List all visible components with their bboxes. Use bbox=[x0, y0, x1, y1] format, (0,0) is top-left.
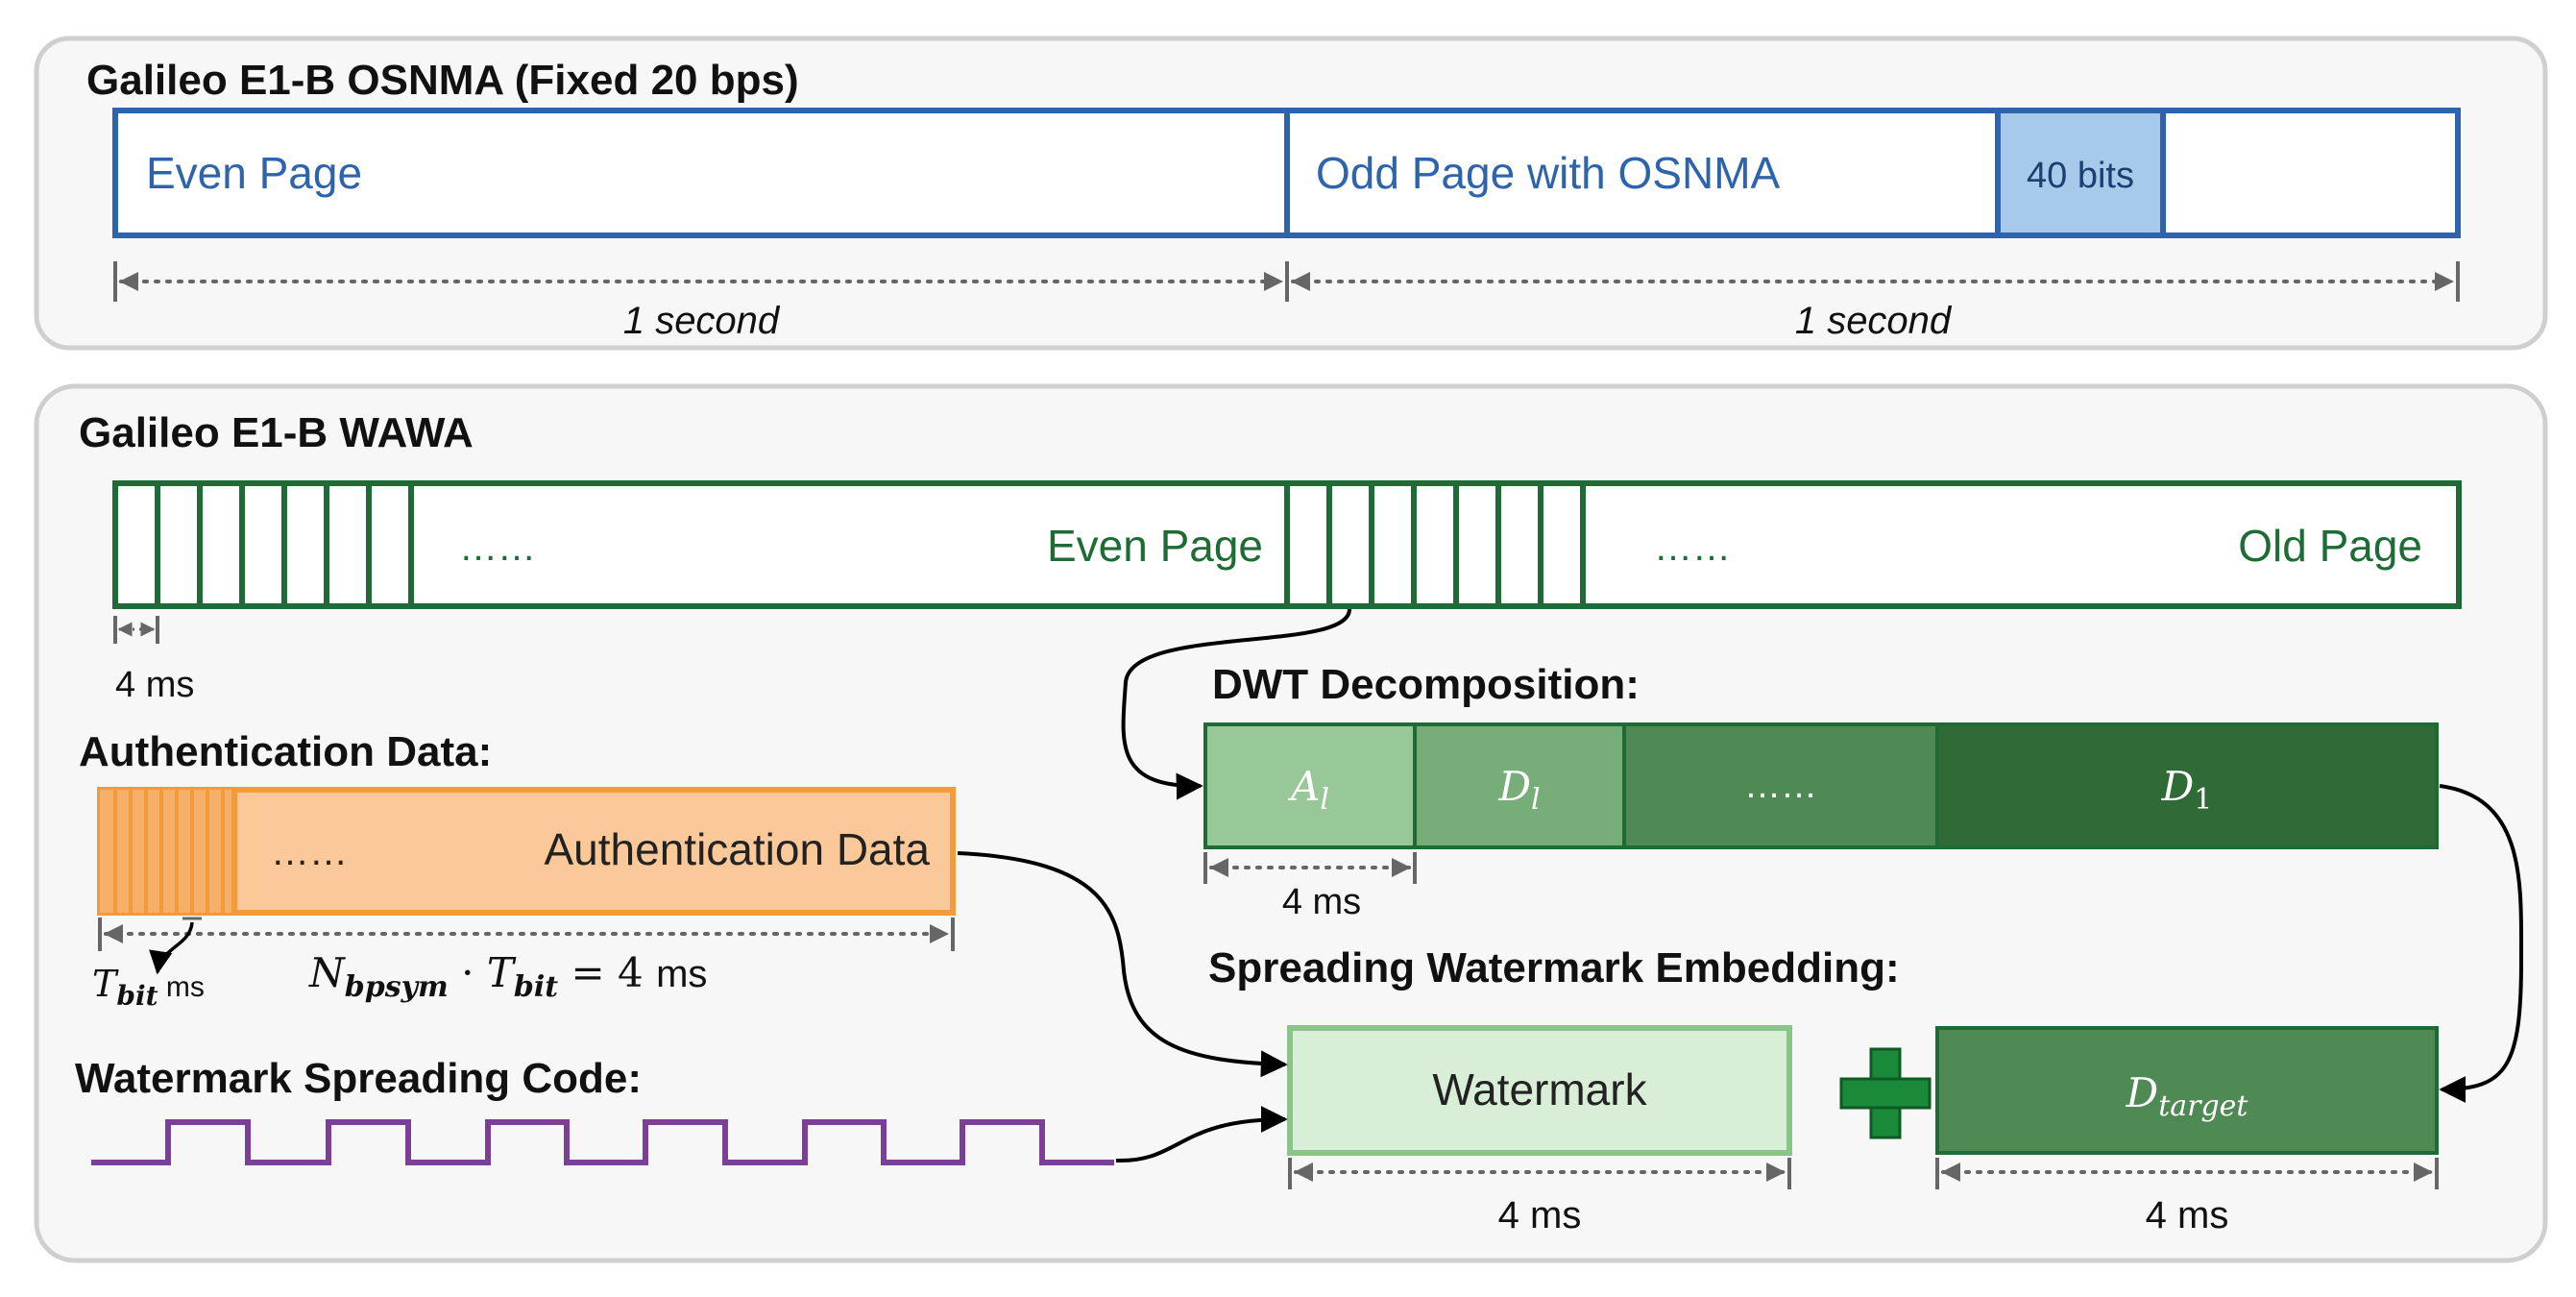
code-title: Watermark Spreading Code: bbox=[75, 1055, 642, 1102]
osnma-40-bits-label: 40 bits bbox=[2027, 156, 2134, 196]
osnma-40-bits-box bbox=[1995, 108, 2166, 238]
code-to-watermark-arrow bbox=[1115, 1106, 1288, 1163]
watermark-duration-label: 4 ms bbox=[1498, 1194, 1582, 1236]
wawa-odd-page-label: Old Page bbox=[2238, 521, 2422, 571]
watermark-label: Watermark bbox=[1432, 1065, 1647, 1114]
dwt-title: DWT Decomposition: bbox=[1212, 661, 1640, 708]
dwt-detail-1-label: D1 bbox=[2161, 763, 2213, 817]
osnma-odd-page-box bbox=[1284, 108, 2001, 238]
spreading-code-waveform bbox=[91, 1119, 1114, 1165]
dwt-detail-l-label: Dl bbox=[1497, 763, 1540, 817]
wawa-dots-left: …… bbox=[459, 526, 536, 569]
auth-formula: Nbpsym · Tbit = 4 ms bbox=[308, 949, 707, 1004]
dwt-dots-label: …… bbox=[1744, 766, 1817, 806]
dwt-approx-label: Al bbox=[1287, 763, 1329, 817]
wawa-even-page-label: Even Page bbox=[1047, 521, 1263, 571]
watermark-box bbox=[1287, 1025, 1792, 1156]
wawa-panel: Galileo E1-B WAWA …… Even Page …… Old Pa… bbox=[34, 383, 2548, 1263]
wawa-even-slots bbox=[155, 483, 414, 606]
tbit-pointer-arrow bbox=[149, 921, 194, 975]
dwt-detail-1-box bbox=[1935, 722, 2439, 849]
osnma-title: Galileo E1-B OSNMA (Fixed 20 bps) bbox=[86, 57, 799, 104]
osnma-duration-right: 1 second bbox=[1795, 300, 1953, 342]
wawa-title: Galileo E1-B WAWA bbox=[79, 409, 474, 456]
wawa-dots-right: …… bbox=[1654, 526, 1731, 569]
d-target-label: Dtarget bbox=[2126, 1069, 2249, 1123]
osnma-even-page-box bbox=[112, 108, 1290, 238]
d1-to-target-arrow bbox=[2439, 784, 2524, 1103]
dwt-detail-l-box bbox=[1413, 722, 1626, 849]
tbit-label: Tbit ms bbox=[92, 963, 205, 1012]
plus-icon bbox=[1839, 1047, 1932, 1139]
osnma-even-page-label: Even Page bbox=[146, 148, 362, 198]
embed-title: Spreading Watermark Embedding: bbox=[1208, 944, 1900, 991]
osnma-odd-page-label: Odd Page with OSNMA bbox=[1316, 148, 1781, 198]
osnma-panel: Galileo E1-B OSNMA (Fixed 20 bps) Even P… bbox=[34, 36, 2548, 351]
auth-dots: …… bbox=[271, 831, 348, 873]
wawa-odd-slots bbox=[1326, 483, 1586, 606]
auth-data-label: Authentication Data bbox=[545, 824, 931, 874]
auth-title: Authentication Data: bbox=[79, 728, 492, 775]
slot-duration-label: 4 ms bbox=[115, 665, 194, 705]
auth-data-box bbox=[97, 787, 956, 916]
target-duration-label: 4 ms bbox=[2146, 1194, 2229, 1236]
dwt-duration-label: 4 ms bbox=[1282, 882, 1361, 922]
dwt-dots-box bbox=[1622, 722, 1939, 849]
osnma-duration-left: 1 second bbox=[623, 300, 781, 342]
dwt-approx-box bbox=[1203, 722, 1417, 849]
page-to-dwt-arrow bbox=[1121, 608, 1351, 800]
osnma-tail-box bbox=[2160, 108, 2461, 238]
auth-to-watermark-arrow bbox=[957, 851, 1288, 1078]
d-target-box bbox=[1935, 1026, 2439, 1155]
auth-bit-lines bbox=[113, 790, 225, 913]
